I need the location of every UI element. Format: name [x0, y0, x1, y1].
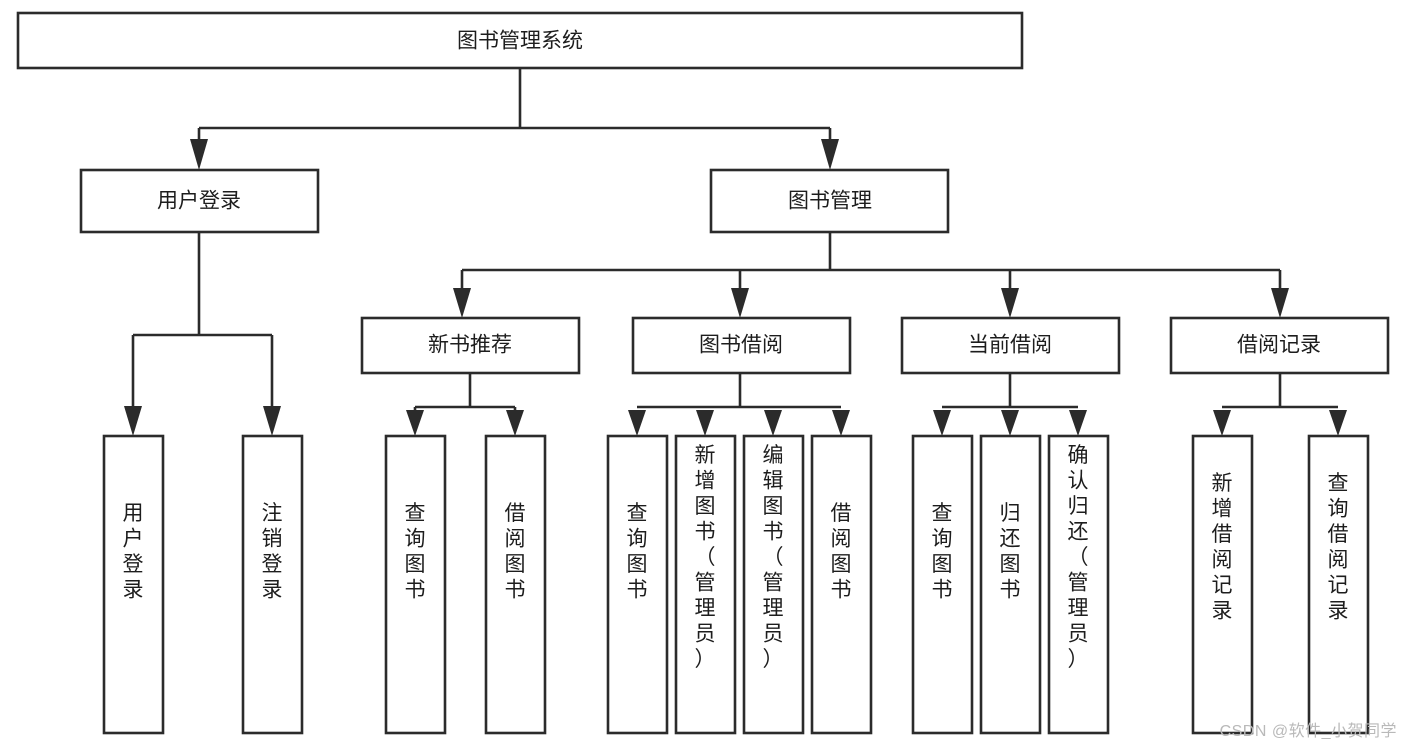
arrowhead-leaf-add-book [696, 410, 714, 436]
node-current-borrow[interactable]: 当前借阅 [900, 316, 1121, 375]
node-leaf-borrow-book-2[interactable]: 借阅图书 [810, 434, 873, 735]
arrowhead-leaf-user-login [124, 406, 142, 436]
arrowhead-leaf-return-book [1001, 410, 1019, 436]
node-leaf-query-book-3-box[interactable] [911, 434, 974, 735]
node-book-borrow[interactable]: 图书借阅 [631, 316, 852, 375]
node-borrow-record-label: 借阅记录 [1237, 334, 1321, 357]
arrowhead-root-user-login [190, 139, 208, 170]
node-root-label: 图书管理系统 [457, 30, 583, 53]
node-book-manage-label: 图书管理 [788, 190, 872, 213]
node-leaf-return-book-box[interactable] [979, 434, 1042, 735]
node-leaf-logout-login[interactable]: 注销登录 [241, 434, 304, 735]
node-root-box[interactable] [16, 11, 1024, 70]
node-leaf-confirm-return-box[interactable] [1047, 434, 1110, 735]
node-root[interactable]: 图书管理系统 [16, 11, 1024, 70]
node-new-book-recommend-label: 新书推荐 [428, 334, 512, 357]
node-leaf-borrow-book-2-label: 借阅图书 [831, 502, 852, 602]
node-leaf-borrow-book-2-box[interactable] [810, 434, 873, 735]
node-user-login[interactable]: 用户登录 [79, 168, 320, 234]
node-leaf-confirm-return-label: 确认归还（管理员） [1068, 444, 1089, 671]
node-borrow-record-box[interactable] [1169, 316, 1390, 375]
node-leaf-user-login-label: 用户登录 [123, 502, 144, 602]
edge-group-book-borrow [628, 373, 850, 436]
node-leaf-borrow-book-1[interactable]: 借阅图书 [484, 434, 547, 735]
arrowhead-borrow-record [1271, 288, 1289, 318]
node-new-book-recommend[interactable]: 新书推荐 [360, 316, 581, 375]
edge-group-borrow-record [1213, 373, 1347, 436]
arrowhead-current-borrow [1001, 288, 1019, 318]
edge-group-book-manage [453, 232, 1289, 318]
node-leaf-query-book-3-label: 查询图书 [932, 502, 953, 602]
node-new-book-recommend-box[interactable] [360, 316, 581, 375]
node-leaf-return-book-label: 归还图书 [1000, 502, 1021, 602]
node-leaf-query-book-2-label: 查询图书 [627, 502, 648, 602]
node-leaf-logout-login-box[interactable] [241, 434, 304, 735]
arrowhead-leaf-add-record [1213, 410, 1231, 436]
arrowhead-leaf-query-book-3 [933, 410, 951, 436]
node-leaf-user-login-box[interactable] [102, 434, 165, 735]
node-leaf-edit-book-box[interactable] [742, 434, 805, 735]
node-book-borrow-box[interactable] [631, 316, 852, 375]
node-leaf-add-book[interactable]: 新增图书（管理员） [674, 434, 737, 735]
arrowhead-leaf-confirm-return [1069, 410, 1087, 436]
node-leaf-query-record-label: 查询借阅记录 [1328, 472, 1349, 623]
node-leaf-query-book-3[interactable]: 查询图书 [911, 434, 974, 735]
node-leaf-query-book-1[interactable]: 查询图书 [384, 434, 447, 735]
arrowhead-leaf-borrow-book-2 [832, 410, 850, 436]
edge-group-user-login [124, 232, 281, 436]
node-leaf-add-record-label: 新增借阅记录 [1212, 472, 1233, 623]
arrowhead-leaf-borrow-book-1 [506, 410, 524, 436]
node-user-login-label: 用户登录 [157, 190, 241, 213]
node-leaf-query-book-2-box[interactable] [606, 434, 669, 735]
node-leaf-query-record[interactable]: 查询借阅记录 [1307, 434, 1370, 735]
node-leaf-query-record-box[interactable] [1307, 434, 1370, 735]
arrowhead-leaf-edit-book [764, 410, 782, 436]
node-leaf-user-login[interactable]: 用户登录 [102, 434, 165, 735]
node-borrow-record[interactable]: 借阅记录 [1169, 316, 1390, 375]
arrowhead-root-book-manage [821, 139, 839, 170]
node-book-manage[interactable]: 图书管理 [709, 168, 950, 234]
edge-group-new-book-recommend [406, 373, 524, 436]
arrowhead-leaf-query-record [1329, 410, 1347, 436]
arrowhead-book-borrow [731, 288, 749, 318]
node-leaf-borrow-book-1-box[interactable] [484, 434, 547, 735]
node-leaf-confirm-return[interactable]: 确认归还（管理员） [1047, 434, 1110, 735]
node-current-borrow-label: 当前借阅 [968, 334, 1052, 357]
node-user-login-box[interactable] [79, 168, 320, 234]
node-leaf-return-book[interactable]: 归还图书 [979, 434, 1042, 735]
node-book-manage-box[interactable] [709, 168, 950, 234]
edge-group-root [190, 69, 839, 170]
arrowhead-leaf-query-book-2 [628, 410, 646, 436]
node-leaf-borrow-book-1-label: 借阅图书 [505, 502, 526, 602]
node-leaf-edit-book[interactable]: 编辑图书（管理员） [742, 434, 805, 735]
arrowhead-leaf-query-book-1 [406, 410, 424, 436]
node-leaf-add-record-box[interactable] [1191, 434, 1254, 735]
arrowhead-new-book-recommend [453, 288, 471, 318]
node-leaf-add-book-label: 新增图书（管理员） [695, 444, 716, 671]
node-leaf-logout-login-label: 注销登录 [262, 502, 283, 602]
node-leaf-query-book-1-box[interactable] [384, 434, 447, 735]
node-current-borrow-box[interactable] [900, 316, 1121, 375]
arrowhead-leaf-logout-login [263, 406, 281, 436]
node-leaf-query-book-1-label: 查询图书 [405, 502, 426, 602]
node-leaf-add-book-box[interactable] [674, 434, 737, 735]
edge-group-current-borrow [933, 373, 1087, 436]
node-book-borrow-label: 图书借阅 [699, 334, 783, 357]
node-leaf-query-book-2[interactable]: 查询图书 [606, 434, 669, 735]
node-leaf-edit-book-label: 编辑图书（管理员） [763, 444, 784, 671]
node-leaf-add-record[interactable]: 新增借阅记录 [1191, 434, 1254, 735]
